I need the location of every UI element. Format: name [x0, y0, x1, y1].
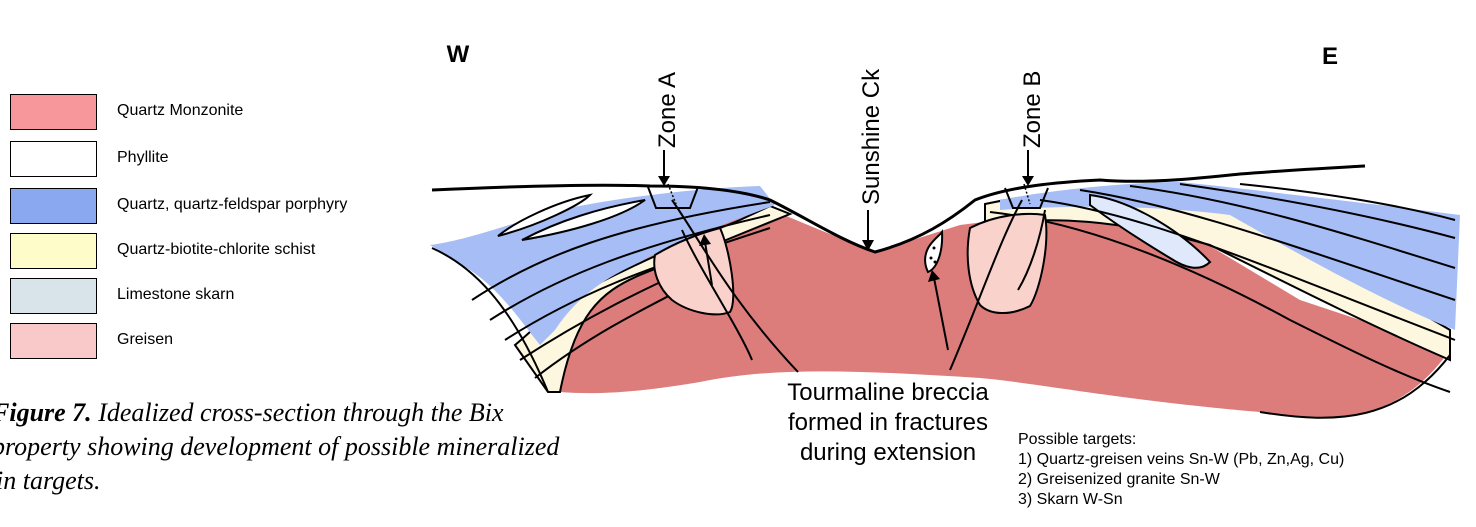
annotation-line-1: Tourmaline breccia: [787, 379, 989, 406]
annotation-line-3: during extension: [800, 439, 976, 466]
zone-a-label: Zone A: [654, 72, 681, 148]
target-item-1: 1) Quartz-greisen veins Sn-W (Pb, Zn,Ag,…: [1018, 450, 1344, 470]
possible-targets: Possible targets: 1) Quartz-greisen vein…: [1018, 430, 1344, 510]
figure-label: Figure 7.: [0, 398, 92, 427]
annotation-line-2: formed in fractures: [788, 409, 988, 436]
targets-heading: Possible targets:: [1018, 430, 1344, 450]
sunshine-creek-label: Sunshine Ck: [858, 68, 885, 205]
target-item-2: 2) Greisenized granite Sn-W: [1018, 470, 1344, 490]
caption-line-2: property showing development of possible…: [0, 430, 720, 464]
target-item-3: 3) Skarn W-Sn: [1018, 490, 1344, 510]
caption-line-1-text: Idealized cross-section through the Bix: [92, 398, 504, 427]
figure-caption: Figure 7. Idealized cross-section throug…: [0, 396, 720, 498]
caption-line-3: in targets.: [0, 464, 720, 498]
west-label: W: [447, 41, 470, 68]
zone-b-label: Zone B: [1019, 71, 1046, 148]
east-label: E: [1322, 43, 1338, 70]
caption-line-1: Figure 7. Idealized cross-section throug…: [0, 396, 720, 430]
tourmaline-annotation: Tourmaline breccia formed in fractures d…: [787, 379, 989, 466]
